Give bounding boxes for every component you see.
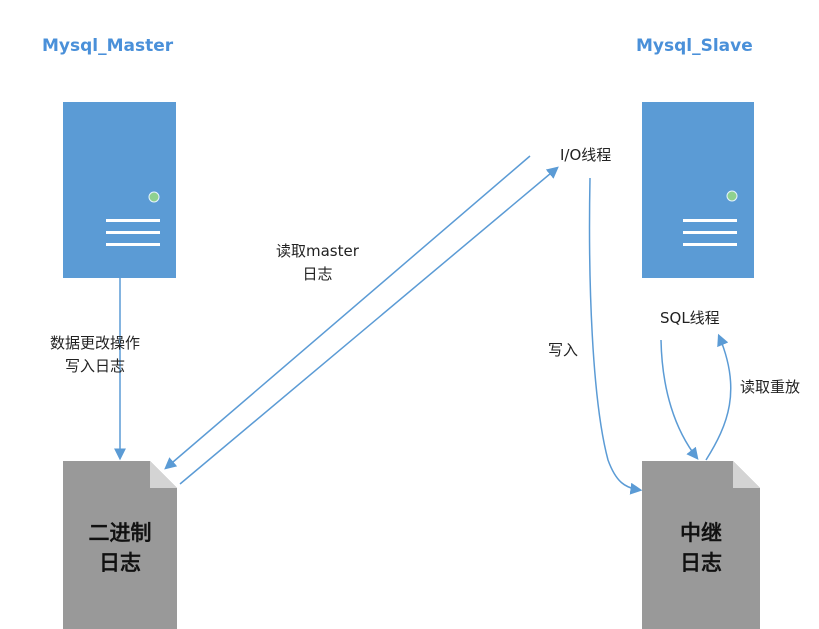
io-thread-label: I/O线程 <box>560 146 612 164</box>
read-master-log-label: 读取master 日志 <box>276 242 359 283</box>
slave-server-icon <box>642 102 754 278</box>
write-label: 写入 <box>548 341 579 359</box>
master-title: Mysql_Master <box>42 36 174 56</box>
io-to-relay-arrow <box>588 177 643 495</box>
binlog-document-icon <box>63 461 177 629</box>
data-change-label: 数据更改操作 写入日志 <box>50 334 141 375</box>
relay-log-document-icon <box>642 461 760 629</box>
io-to-binlog-arrow <box>164 155 531 470</box>
relay-to-sql-arrow <box>705 333 732 461</box>
sql-to-relay-arrow <box>660 339 699 460</box>
sql-thread-label: SQL线程 <box>660 309 720 327</box>
slave-title: Mysql_Slave <box>636 36 753 56</box>
binlog-label: 二进制 日志 <box>88 521 152 575</box>
read-replay-label: 读取重放 <box>740 378 801 396</box>
master-server-icon <box>63 102 176 278</box>
relay-log-label: 中继 日志 <box>680 521 722 575</box>
binlog-to-io-arrow <box>179 166 559 485</box>
